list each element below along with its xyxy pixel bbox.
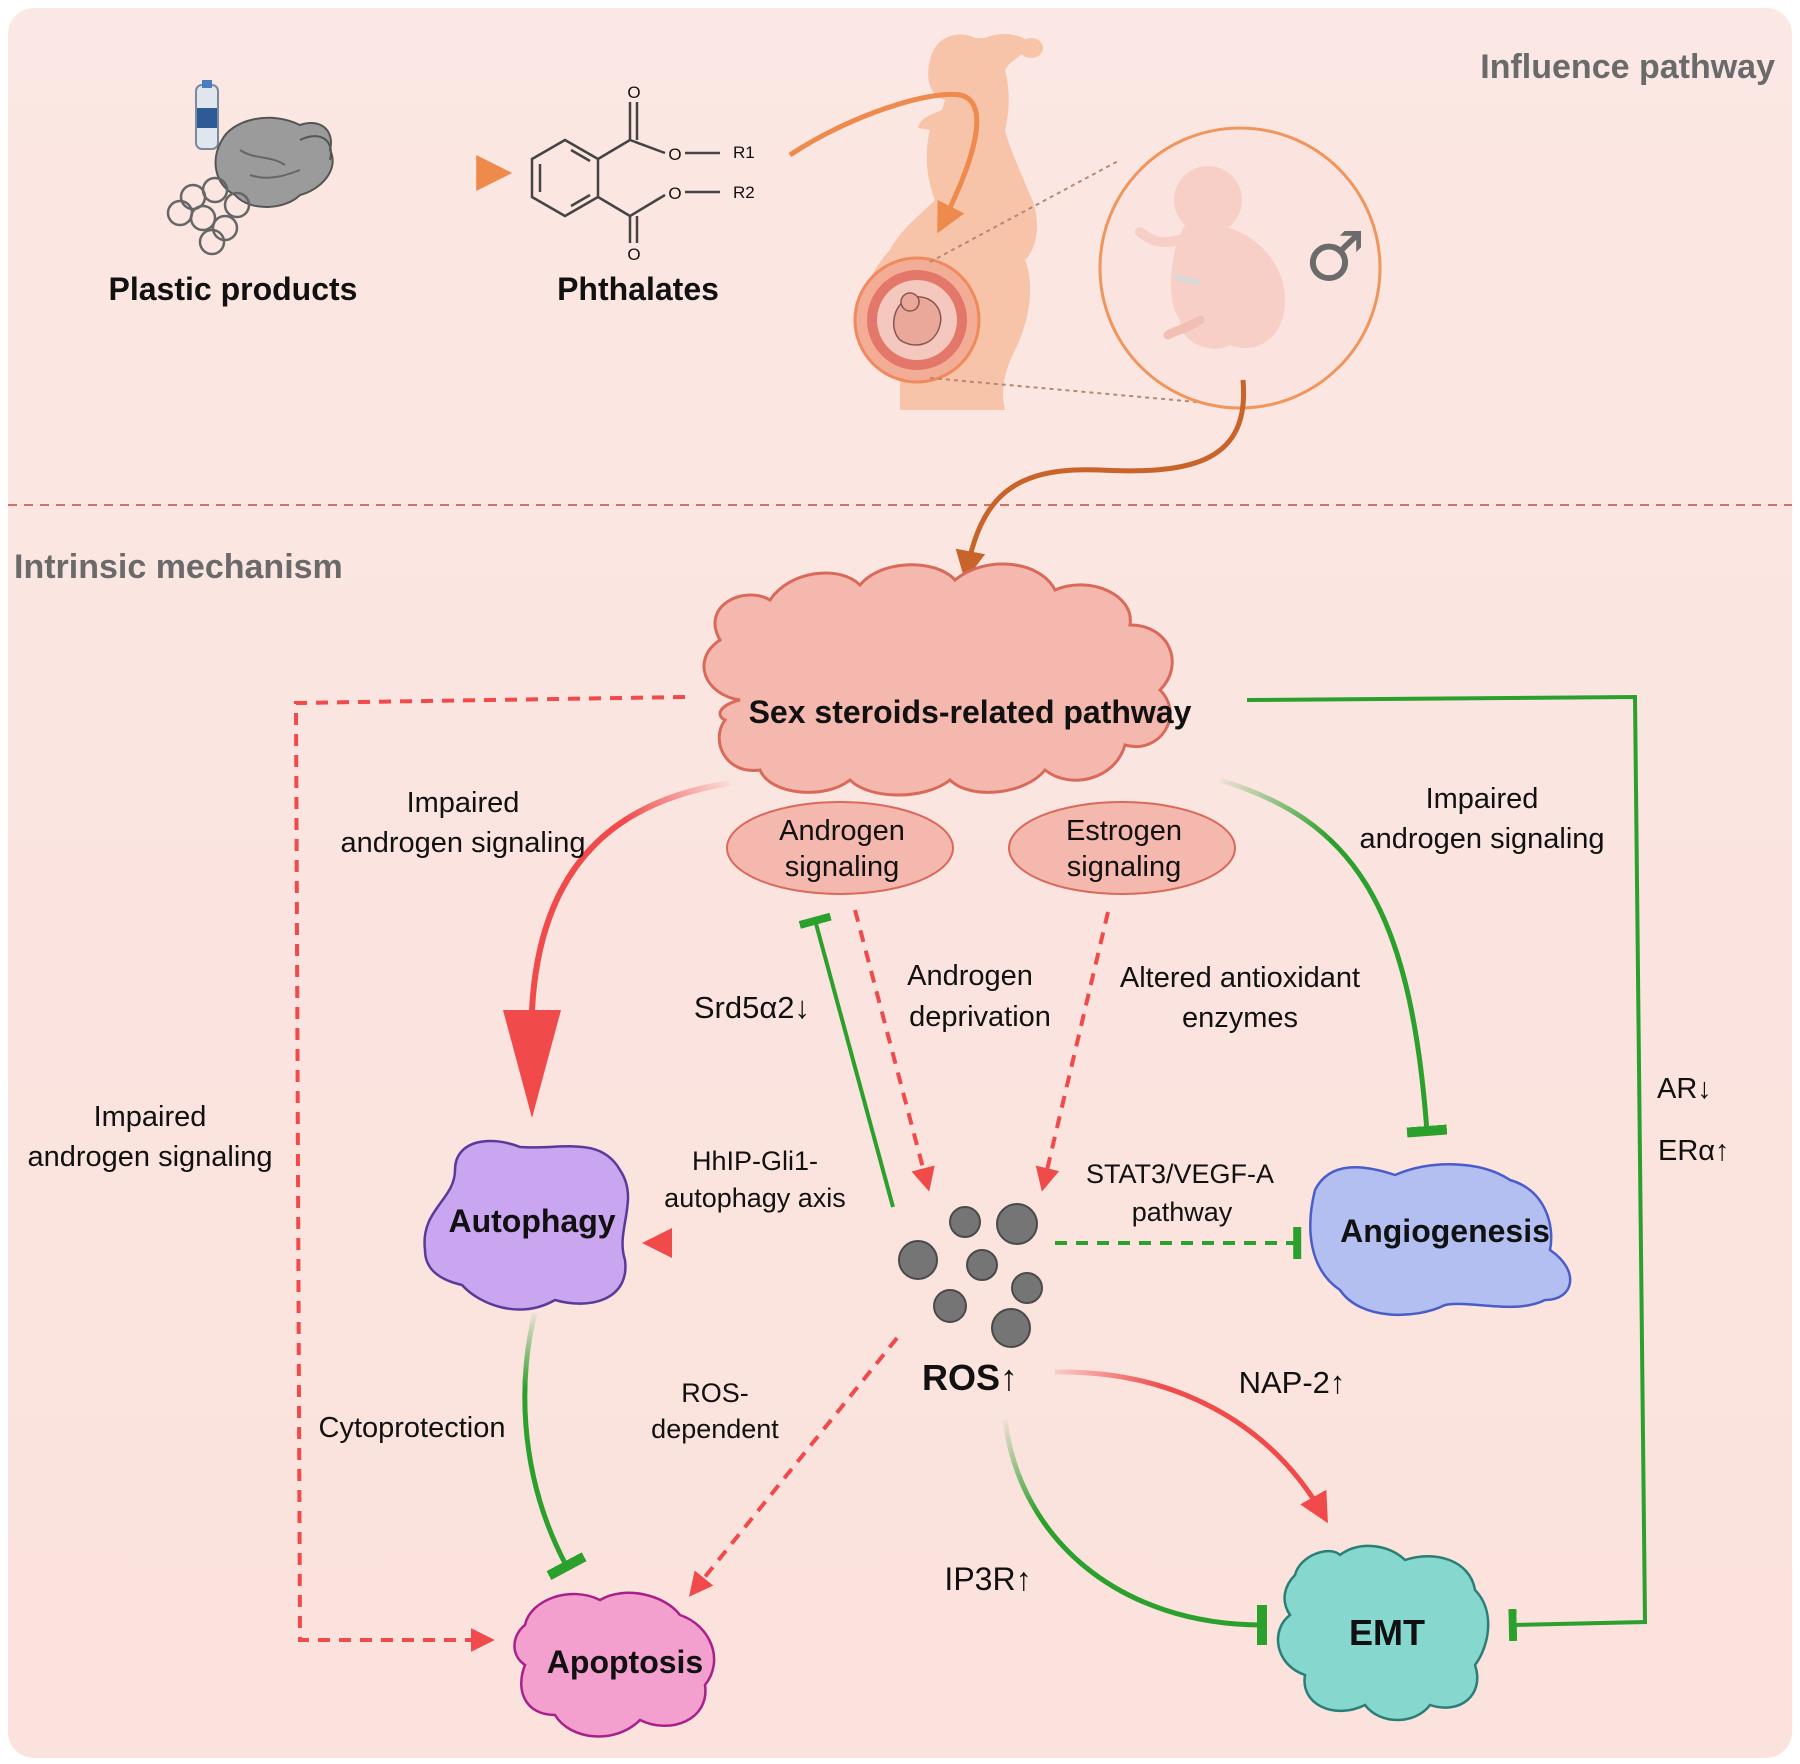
plastic-products-label: Plastic products bbox=[109, 271, 358, 307]
ros-label: ROS↑ bbox=[922, 1357, 1018, 1398]
androgen-signaling-line2: signaling bbox=[785, 851, 899, 883]
cytoprotection-label: Cytoprotection bbox=[319, 1412, 506, 1444]
autophagy-label: Autophagy bbox=[448, 1203, 615, 1239]
hhip-line1: HhIP-Gli1- bbox=[692, 1146, 818, 1176]
sex-steroids-label: Sex steroids-related pathway bbox=[749, 694, 1192, 730]
section-title-influence: Influence pathway bbox=[1480, 48, 1775, 86]
cloud-to-autophagy-head bbox=[503, 1010, 561, 1118]
plastic-products-icon bbox=[166, 80, 334, 256]
estrogen-signaling-node bbox=[1008, 801, 1236, 895]
ros-to-androgen-inhibit bbox=[798, 912, 895, 1208]
impaired-far-left-line2: androgen signaling bbox=[27, 1141, 272, 1173]
angiogenesis-node bbox=[1309, 1163, 1572, 1317]
stat3-line2: pathway bbox=[1132, 1197, 1233, 1227]
cloud-to-emt-inhibit bbox=[1246, 694, 1648, 1642]
zoom-line-top bbox=[929, 159, 1121, 263]
cloud-to-angiogenesis-inhibit bbox=[1219, 777, 1448, 1138]
fetus-to-pathway-arrow bbox=[955, 379, 1247, 581]
cloud-to-apoptosis-dashed bbox=[293, 695, 686, 1652]
ip3r-label: IP3R↑ bbox=[944, 1561, 1031, 1597]
ros-to-emt-inhibit bbox=[1002, 1419, 1268, 1646]
impaired-far-left-line1: Impaired bbox=[94, 1101, 207, 1133]
cloud-to-autophagy-arrow bbox=[529, 780, 731, 1011]
angiogenesis-label: Angiogenesis bbox=[1340, 1213, 1550, 1249]
phthalate-structure bbox=[530, 102, 720, 243]
male-symbol-icon: ♂ bbox=[1305, 218, 1366, 297]
autophagy-node bbox=[423, 1139, 630, 1311]
chem-oxygen-bottom: O bbox=[627, 245, 640, 264]
impaired-right-line2: androgen signaling bbox=[1359, 823, 1604, 855]
chem-oxygen-r2: O bbox=[668, 184, 681, 203]
nap2-label: NAP-2↑ bbox=[1239, 1365, 1346, 1400]
altered-enzymes-line1: Altered antioxidant bbox=[1120, 962, 1360, 994]
ros-particles-icon bbox=[898, 1203, 1043, 1348]
ros-to-emt-arrow bbox=[1054, 1369, 1328, 1524]
ros-dependent-line1: ROS- bbox=[681, 1378, 749, 1408]
estrogen-to-ros-dashed bbox=[1035, 911, 1110, 1192]
altered-enzymes-line2: enzymes bbox=[1182, 1002, 1298, 1034]
autophagy-to-apoptosis-inhibit bbox=[522, 1312, 587, 1580]
section-title-intrinsic: Intrinsic mechanism bbox=[14, 548, 343, 586]
chem-oxygen-r1: O bbox=[668, 145, 681, 164]
androgen-signaling-node bbox=[726, 801, 954, 895]
ros-dependent-line2: dependent bbox=[651, 1414, 779, 1444]
emt-label: EMT bbox=[1349, 1612, 1425, 1653]
phthalate-to-mother-arrow bbox=[788, 91, 980, 234]
impaired-right-line1: Impaired bbox=[1426, 783, 1539, 815]
fetus-icon bbox=[1098, 126, 1382, 410]
androgen-signaling-line1: Androgen bbox=[779, 815, 905, 847]
zoom-line-bottom bbox=[929, 377, 1231, 406]
estrogen-signaling-line2: signaling bbox=[1067, 851, 1181, 883]
androgen-deprivation-line1: Androgen bbox=[907, 960, 1033, 992]
androgen-to-ros-dashed bbox=[853, 909, 935, 1192]
impaired-left-line1: Impaired bbox=[407, 787, 520, 819]
chem-oxygen-top: O bbox=[627, 83, 640, 102]
chem-r2: R2 bbox=[733, 183, 755, 202]
emt-node bbox=[1276, 1544, 1490, 1722]
stat3-line1: STAT3/VEGF-A bbox=[1086, 1159, 1274, 1189]
ar-label: AR↓ bbox=[1657, 1073, 1712, 1105]
srd-label: Srd5α2↓ bbox=[694, 990, 810, 1025]
phthalates-label: Phthalates bbox=[557, 271, 719, 307]
chem-r1: R1 bbox=[733, 143, 755, 162]
impaired-left-line2: androgen signaling bbox=[340, 827, 585, 859]
hhip-line2: autophagy axis bbox=[664, 1183, 846, 1213]
apoptosis-node bbox=[513, 1591, 716, 1738]
estrogen-signaling-line1: Estrogen bbox=[1066, 815, 1182, 847]
apoptosis-label: Apoptosis bbox=[547, 1644, 703, 1680]
era-label: ERα↑ bbox=[1658, 1135, 1730, 1167]
sex-steroids-cloud bbox=[702, 562, 1174, 797]
androgen-deprivation-line2: deprivation bbox=[909, 1001, 1051, 1033]
